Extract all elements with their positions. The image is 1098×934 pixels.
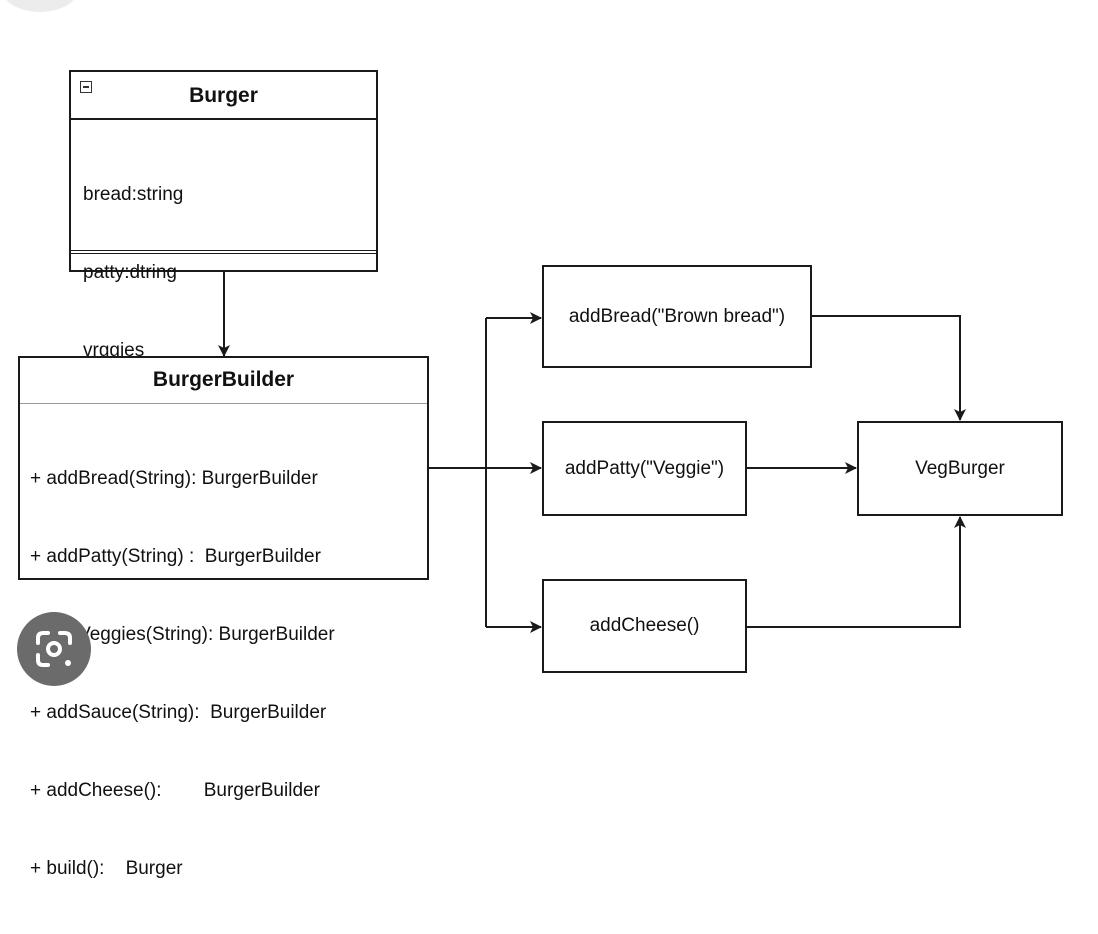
add-cheese-to-vegburger-arrow xyxy=(747,516,966,628)
veg-burger-node: VegBurger xyxy=(857,421,1063,516)
method-line: + addPatty(String) : BurgerBuilder xyxy=(30,546,321,567)
method-line: + addCheese(): BurgerBuilder xyxy=(30,780,320,801)
lens-search-button[interactable] xyxy=(17,612,91,686)
connector-lines xyxy=(218,272,966,633)
add-bread-label: addBread("Brown bread") xyxy=(568,305,786,327)
add-bread-to-vegburger-arrow xyxy=(812,315,966,421)
add-patty-node: addPatty("Veggie") xyxy=(542,421,747,516)
method-line: + addSauce(String): BurgerBuilder xyxy=(30,702,327,723)
attribute-line: bread:string xyxy=(83,184,184,205)
burger-class-title: Burger xyxy=(71,72,376,120)
burger-class: Burger bread:string patty:dtring vrggies… xyxy=(69,70,378,517)
add-cheese-node: addCheese() xyxy=(542,579,747,673)
method-line: + build(): Burger xyxy=(30,858,183,879)
attribute-line: patty:dtring xyxy=(83,262,177,283)
lens-search-icon xyxy=(36,631,72,667)
add-cheese-label: addCheese() xyxy=(589,615,700,636)
attribute-line: vrggies xyxy=(83,340,145,361)
method-line: + addBread(String): BurgerBuilder xyxy=(30,468,318,489)
burger-builder-class-title: BurgerBuilder xyxy=(20,358,427,404)
add-bread-node: addBread("Brown bread") xyxy=(542,265,812,368)
collapse-minus-icon[interactable] xyxy=(80,81,92,93)
add-patty-label: addPatty("Veggie") xyxy=(564,457,725,479)
veg-burger-label: VegBurger xyxy=(915,457,1005,479)
